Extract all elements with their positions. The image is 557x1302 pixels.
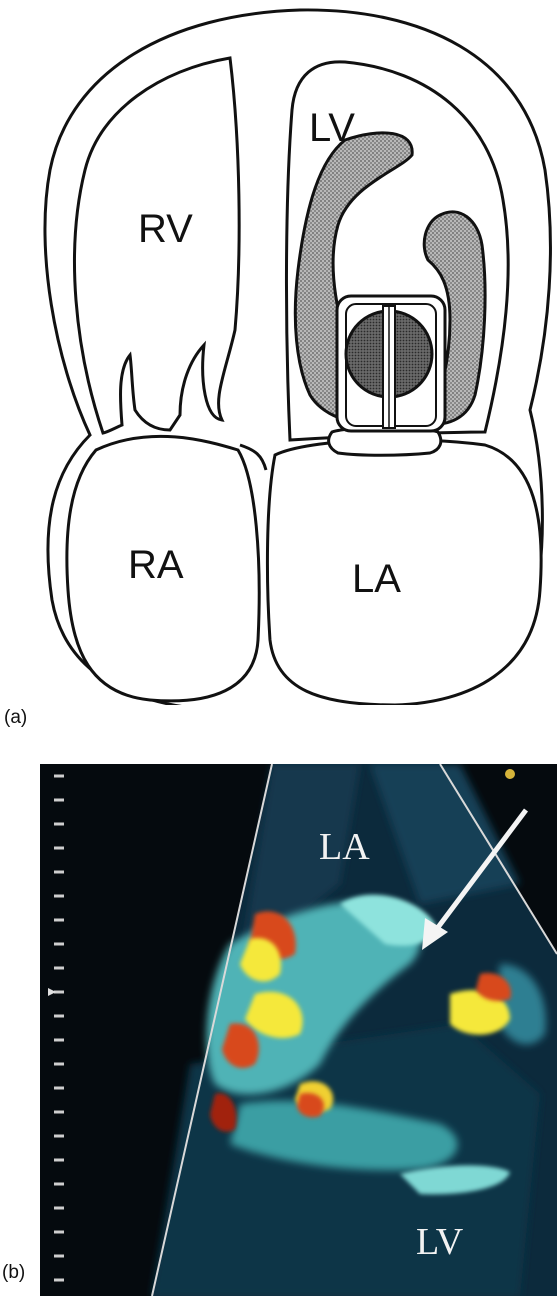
label-la: LA (352, 557, 401, 601)
panel-label-b: (b) (2, 1262, 25, 1284)
orientation-marker-icon (505, 769, 515, 779)
panel-label-a: (a) (4, 707, 27, 729)
doppler-echo-image: LA LV (40, 764, 557, 1296)
echo-label-lv: LV (416, 1221, 464, 1263)
label-lv: LV (309, 106, 355, 150)
left-atrium (267, 440, 541, 705)
four-chamber-diagram: RV LV RA LA (0, 0, 557, 705)
label-rv: RV (138, 207, 193, 251)
label-ra: RA (128, 543, 184, 587)
echo-label-la: LA (319, 826, 370, 868)
